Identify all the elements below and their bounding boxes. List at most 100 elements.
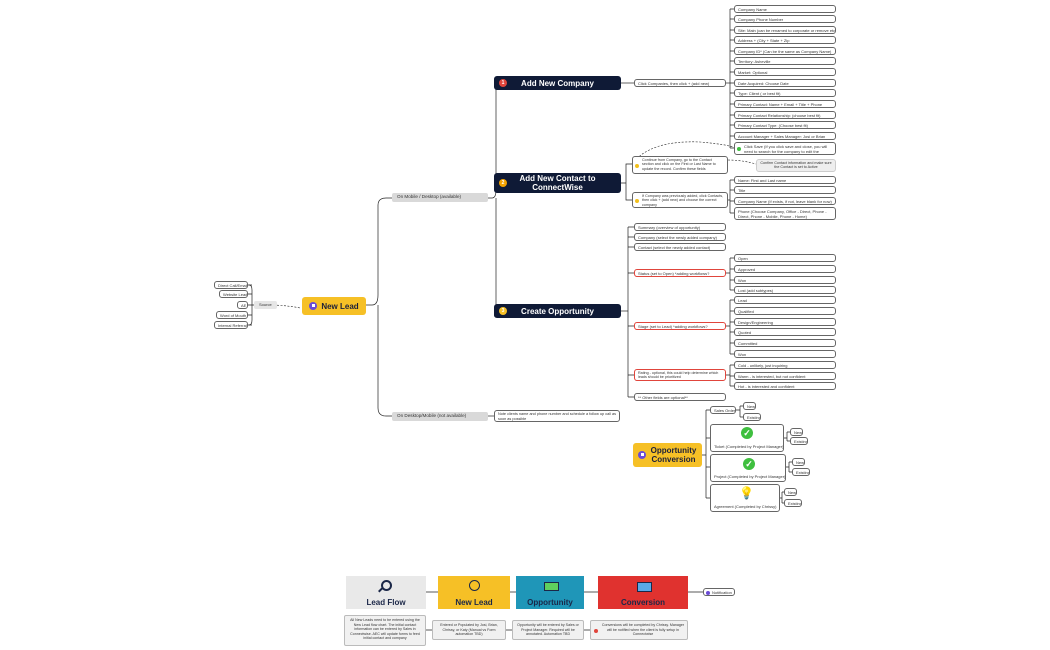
status-option: Lost (add subtypes) xyxy=(734,286,836,294)
envelope-icon xyxy=(637,582,652,592)
not-available-note: Note clients name and phone number and s… xyxy=(494,410,620,422)
legend-title: New Lead xyxy=(455,598,493,607)
legend-note-text: Conversions will be completed by Chrissy… xyxy=(601,623,685,637)
status-option: Approved xyxy=(734,265,836,273)
company-field: Company Phone Number xyxy=(734,15,836,23)
company-field: Type: Client ( or best fit) xyxy=(734,89,836,97)
ticket-new: New xyxy=(790,428,803,436)
sales-order-node: Sales Order xyxy=(710,406,736,414)
legend-card-lead-flow: Lead Flow xyxy=(346,576,426,609)
company-field: Site: Main (can be renamed to corporate … xyxy=(734,26,836,34)
company-field: Company Name xyxy=(734,5,836,13)
check-icon xyxy=(737,147,741,151)
other-fields-note: ** Other fields are optional** xyxy=(634,393,726,401)
legend-title: Lead Flow xyxy=(366,598,406,607)
rating-option: Hot - is interested and confident xyxy=(734,382,836,390)
notification-label: Notification xyxy=(712,590,732,595)
company-field-text: Click Save (If you click save and close,… xyxy=(744,144,828,154)
bullet-icon xyxy=(635,199,639,203)
magnifier-icon xyxy=(381,580,392,591)
stage-option: Design/Engineering xyxy=(734,318,836,326)
stage-option: Qualified xyxy=(734,307,836,315)
bell-icon xyxy=(706,590,710,595)
create-opportunity-node[interactable]: 3 Create Opportunity xyxy=(494,304,621,318)
company-field: Account Manager + Sales Manager: Josi or… xyxy=(734,132,836,140)
agreement-node: Agreement (Completed by Chrissy) xyxy=(710,484,780,512)
opportunity-conversion-node[interactable]: Opportunity Conversion xyxy=(633,443,702,467)
agreement-existing: Existing xyxy=(784,499,802,507)
status-option: Won xyxy=(734,276,836,284)
contact-field: Phone (Choose Company, Office - Direct, … xyxy=(734,207,836,220)
root-new-lead[interactable]: New Lead xyxy=(302,297,366,315)
contact-from-company-text: Continue from Company, go to the Contact… xyxy=(642,158,716,171)
stage-option: Won xyxy=(734,350,836,358)
source-item: Word of Mouth xyxy=(216,311,248,319)
alert-icon xyxy=(594,629,598,633)
legend-title: Conversion xyxy=(620,598,665,607)
company-field: Address + (City + State + Zip xyxy=(734,36,836,44)
add-company-title: Add New Company xyxy=(521,78,594,88)
bullet-icon xyxy=(635,164,639,168)
create-opportunity-title: Create Opportunity xyxy=(521,306,594,316)
contact-from-company: Continue from Company, go to the Contact… xyxy=(632,156,728,174)
company-action: Click Companies, then click + (add new) xyxy=(634,79,726,87)
step-number: 3 xyxy=(499,307,507,315)
rating-option: Cold - unlikely, just inquiring xyxy=(734,361,836,369)
project-new: New xyxy=(792,458,805,466)
opportunity-field: Summary (overview of opportunity) xyxy=(634,223,726,231)
contact-previously-text: If Company was previously added, click C… xyxy=(642,194,724,207)
opportunity-field: Contact (select the newly added contact) xyxy=(634,243,726,251)
status-option: Open xyxy=(734,254,836,262)
source-item: Internal Referral xyxy=(214,321,248,329)
stage-option: Lead xyxy=(734,296,836,304)
contact-previously: If Company was previously added, click C… xyxy=(632,192,728,208)
legend-note: Entered or Populated by Josi, Brian, Chr… xyxy=(432,620,506,640)
rating-option: Warm - is interested, but not confident xyxy=(734,372,836,380)
source-label: Source xyxy=(254,301,277,309)
sales-order-new: New xyxy=(743,402,756,410)
opportunity-field: Company (select the newly added company) xyxy=(634,233,726,241)
agreement-new: New xyxy=(784,488,797,496)
ticket-existing: Existing xyxy=(790,437,808,445)
company-field: Market: Optional xyxy=(734,68,836,76)
company-field: Company ID* (Can be the same as Company … xyxy=(734,47,836,55)
conversion-title: Opportunity Conversion xyxy=(650,446,697,464)
company-field: Primary Contact: Name + Email + Title + … xyxy=(734,100,836,108)
contact-field: Company Name (If exists, if not, leave b… xyxy=(734,197,836,205)
notification-node: Notification xyxy=(703,588,735,596)
flag-icon xyxy=(309,302,318,310)
legend-card-conversion: Conversion xyxy=(598,576,688,609)
source-item: Direct Call/Email xyxy=(214,281,248,289)
legend-note: Conversions will be completed by Chrissy… xyxy=(590,620,688,640)
source-item: AE xyxy=(237,301,248,309)
status-label: Status (set to Open) *adding workflows? xyxy=(634,269,726,277)
legend-card-opportunity: Opportunity xyxy=(516,576,584,609)
checkmark-icon: ✓ xyxy=(743,458,755,470)
compass-icon xyxy=(469,580,480,591)
contact-field: Name: First and Last name xyxy=(734,176,836,184)
contact-confirm: Confirm Contact information and make sur… xyxy=(756,159,836,172)
source-item: Website Lead xyxy=(219,290,248,298)
stage-option: Quoted xyxy=(734,328,836,336)
step-number: 2 xyxy=(499,179,507,187)
company-field: Click Save (If you click save and close,… xyxy=(734,142,836,155)
legend-card-new-lead: New Lead xyxy=(438,576,510,609)
branch-desktop-mobile[interactable]: On Desktop/Mobile (not available) xyxy=(392,412,488,421)
flag-icon xyxy=(637,451,646,459)
add-contact-node[interactable]: 2 Add New Contact to ConnectWise xyxy=(494,173,621,193)
money-icon xyxy=(544,582,559,591)
branch-mobile-desktop[interactable]: On Mobile / Desktop (available) xyxy=(392,193,488,202)
company-field: Primary Contact Type: (Choose best fit) xyxy=(734,121,836,129)
lightbulb-icon: 💡 xyxy=(739,486,754,500)
step-number: 1 xyxy=(499,79,507,87)
company-field: Primary Contact Relationship: (choose be… xyxy=(734,111,836,119)
add-company-node[interactable]: 1 Add New Company xyxy=(494,76,621,90)
company-field: Date Acquired: Choose Date xyxy=(734,79,836,87)
legend-title: Opportunity xyxy=(527,598,573,607)
company-field: Territory: Asheville xyxy=(734,57,836,65)
legend-note: All New Leads need to be entered using t… xyxy=(344,615,426,646)
legend-note: Opportunity will be entered by Sales or … xyxy=(512,620,584,640)
add-contact-title: Add New Contact to ConnectWise xyxy=(519,174,596,192)
contact-field: Title xyxy=(734,186,836,194)
